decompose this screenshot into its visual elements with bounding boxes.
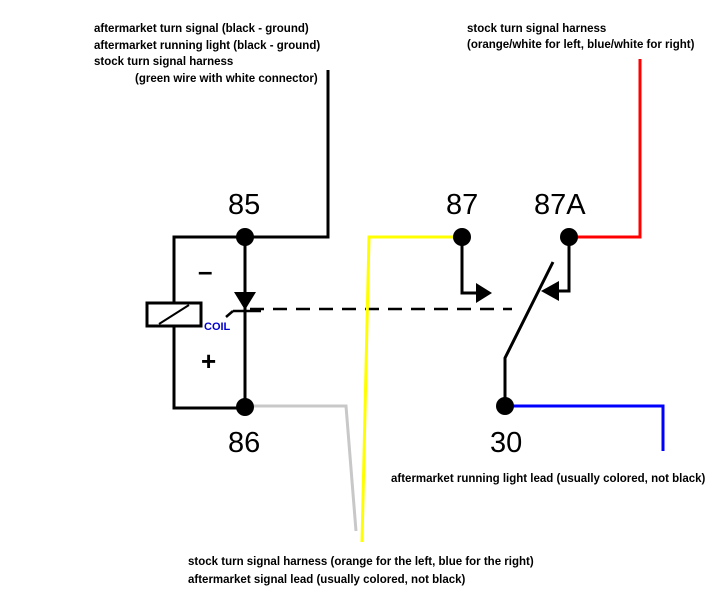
label-aftermarket-running-light-ground: aftermarket running light (black - groun… <box>94 40 320 52</box>
diode-cathode-tick <box>225 310 234 318</box>
pin-label-87: 87 <box>446 189 478 221</box>
coil-diagonal <box>158 304 190 325</box>
diode-icon <box>234 292 256 310</box>
pin-label-86: 86 <box>228 427 260 459</box>
terminal-30 <box>496 397 514 415</box>
terminal-87a <box>560 228 578 246</box>
coil-minus-sign: – <box>198 256 212 286</box>
label-stock-turn-signal-harness-87a: stock turn signal harness <box>467 23 606 35</box>
pin-label-30: 30 <box>490 427 522 459</box>
switch-arm <box>503 261 555 406</box>
label-aftermarket-signal-lead: aftermarket signal lead (usually colored… <box>188 574 466 586</box>
wire-red-87a <box>570 59 642 239</box>
coil-plus-sign: + <box>201 346 216 376</box>
label-stock-turn-signal-harness-86: stock turn signal harness (orange for th… <box>188 556 534 568</box>
label-aftermarket-turn-signal-ground: aftermarket turn signal (black - ground) <box>94 23 309 35</box>
label-green-wire-white-connector: (green wire with white connector) <box>135 73 318 85</box>
pin-label-85: 85 <box>228 189 260 221</box>
label-orange-white-blue-white: (orange/white for left, blue/white for r… <box>467 39 695 51</box>
label-aftermarket-running-light-lead: aftermarket running light lead (usually … <box>391 473 706 485</box>
terminal-87 <box>453 228 471 246</box>
wire-ground-85 <box>245 70 330 239</box>
terminal-85 <box>236 228 254 246</box>
contact-87-lead <box>460 237 478 295</box>
label-stock-turn-signal-harness-ground: stock turn signal harness <box>94 56 233 68</box>
wire-gray-86 <box>247 404 358 532</box>
wire-blue-30 <box>506 404 665 451</box>
wire-yellow-87 <box>360 235 462 543</box>
contact-87-arrow-icon <box>476 283 492 303</box>
terminal-86 <box>236 398 254 416</box>
contact-87a-lead <box>557 237 571 293</box>
pin-label-87a: 87A <box>534 189 586 221</box>
coil-label: COIL <box>204 321 231 333</box>
contact-87a-arrow-icon <box>541 281 559 301</box>
